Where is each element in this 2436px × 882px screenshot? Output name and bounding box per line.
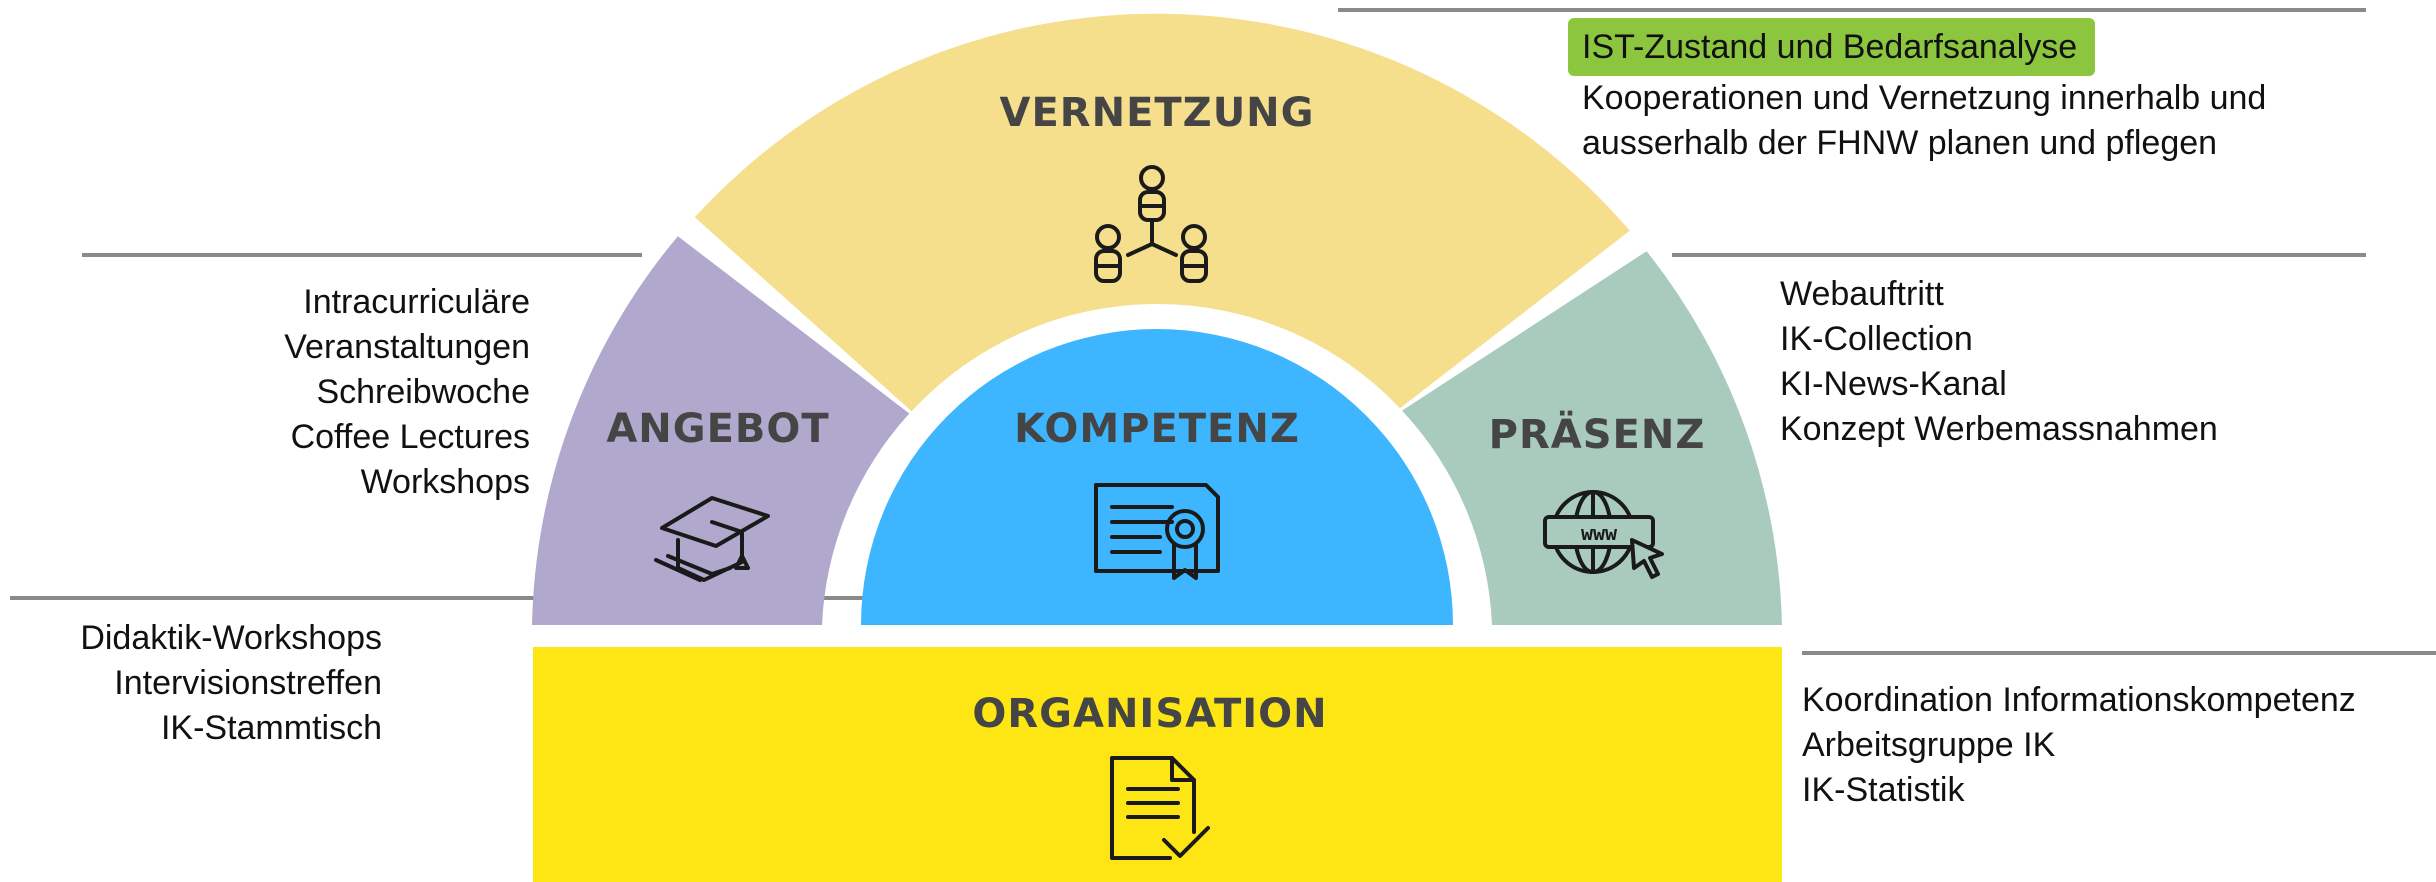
svg-text:www: www — [1581, 521, 1618, 545]
network-people-icon — [1094, 165, 1208, 283]
segment-label-vernetzung: VERNETZUNG — [1000, 90, 1315, 136]
www-globe-cursor-icon: www — [1543, 490, 1664, 579]
segment-praesenz — [1402, 251, 1782, 625]
segment-label-kompetenz: KOMPETENZ — [1014, 406, 1300, 452]
callout-angebot: Intracurriculäre Veranstaltungen Schreib… — [284, 280, 530, 505]
callout-line: Schreibwoche — [316, 373, 530, 411]
callout-line: IK-Stammtisch — [160, 709, 382, 747]
callout-praesenz: Webauftritt IK-Collection KI-News-Kanal … — [1780, 272, 2218, 452]
graduation-cap-icon — [654, 496, 770, 582]
callout-line: Koordination Informationskompetenz — [1802, 681, 2356, 719]
callout-line: Didaktik-Workshops — [80, 619, 382, 657]
highlight-ist-zustand: IST-Zustand und Bedarfsanalyse — [1568, 18, 2096, 76]
callout-line: Kooperationen und Vernetzung innerhalb u… — [1582, 79, 2267, 117]
callout-line: Intervisionstreffen — [114, 664, 382, 702]
callout-line: Webauftritt — [1780, 275, 1944, 313]
callout-line: Arbeitsgruppe IK — [1802, 726, 2056, 764]
callout-line: Workshops — [360, 463, 530, 501]
callout-line: Intracurriculäre — [303, 283, 530, 321]
segment-label-praesenz: PRÄSENZ — [1489, 410, 1706, 458]
callout-line: IK-Statistik — [1802, 771, 1965, 809]
segment-kompetenz — [861, 329, 1453, 625]
callout-vernetzung: IST-Zustand und Bedarfsanalyse Kooperati… — [1568, 18, 2267, 166]
callout-line: Veranstaltungen — [284, 328, 530, 366]
callout-line: KI-News-Kanal — [1780, 365, 2007, 403]
segment-angebot — [532, 236, 910, 625]
callout-line: Konzept Werbemassnahmen — [1780, 410, 2218, 448]
callout-kompetenz: Didaktik-Workshops Intervisionstreffen I… — [80, 616, 382, 751]
callout-line: Coffee Lectures — [290, 418, 530, 456]
segment-label-angebot: ANGEBOT — [606, 406, 829, 452]
callout-line: ausserhalb der FHNW planen und pflegen — [1582, 124, 2218, 162]
segment-label-organisation: ORGANISATION — [972, 691, 1327, 737]
segment-organisation — [533, 647, 1782, 882]
certificate-icon — [1094, 483, 1220, 580]
callout-line: IK-Collection — [1780, 320, 1973, 358]
document-check-icon — [1110, 756, 1210, 860]
callout-organisation: Koordination Informationskompetenz Arbei… — [1802, 678, 2356, 813]
